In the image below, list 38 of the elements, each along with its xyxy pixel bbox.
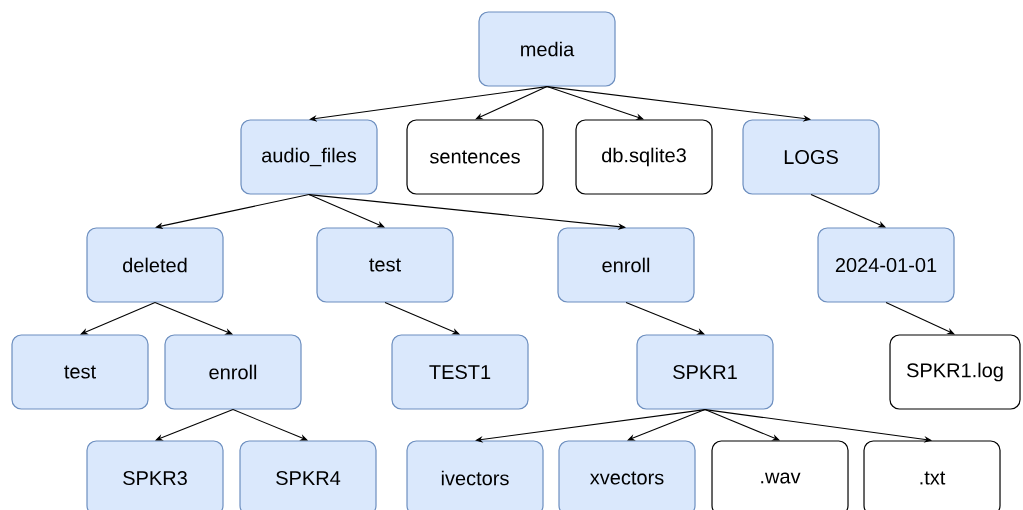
folder-box: SPKR1 bbox=[636, 334, 774, 410]
arrow bbox=[308, 194, 626, 230]
arrow bbox=[155, 194, 310, 230]
folder-box: .wav bbox=[711, 440, 849, 510]
folder-box: test bbox=[316, 227, 454, 303]
arrow bbox=[704, 409, 932, 443]
arrow bbox=[232, 409, 308, 441]
arrow bbox=[885, 302, 955, 335]
arrow bbox=[704, 409, 780, 441]
folder-box: deleted bbox=[86, 227, 224, 303]
folder-box: .txt bbox=[863, 440, 1001, 510]
folder-box: xvectors bbox=[558, 440, 696, 510]
arrow bbox=[627, 409, 706, 441]
arrow bbox=[308, 194, 385, 228]
folder-box: SPKR4 bbox=[239, 440, 377, 510]
arrow bbox=[155, 409, 234, 441]
arrow bbox=[309, 86, 548, 122]
arrow bbox=[80, 302, 156, 335]
folder-box: LOGS bbox=[742, 119, 880, 195]
folder-box: enroll bbox=[557, 227, 695, 303]
arrow bbox=[475, 86, 548, 120]
folder-box: audio_files bbox=[240, 119, 378, 195]
arrow bbox=[475, 409, 706, 443]
folder-box: ivectors bbox=[406, 440, 544, 510]
arrow bbox=[384, 302, 460, 335]
folder-box: media bbox=[478, 11, 616, 87]
folder-box: SPKR1.log bbox=[889, 334, 1021, 410]
arrow bbox=[625, 302, 705, 335]
folder-box: SPKR3 bbox=[86, 440, 224, 510]
folder-box: db.sqlite3 bbox=[575, 119, 713, 195]
arrow bbox=[546, 86, 811, 122]
folder-box: 2024-01-01 bbox=[817, 227, 955, 303]
arrow bbox=[810, 194, 886, 228]
folder-box: enroll bbox=[164, 334, 302, 410]
folder-box: test bbox=[11, 334, 149, 410]
folder-box: sentences bbox=[406, 119, 544, 195]
arrow bbox=[154, 302, 233, 335]
folder-box: TEST1 bbox=[391, 334, 529, 410]
